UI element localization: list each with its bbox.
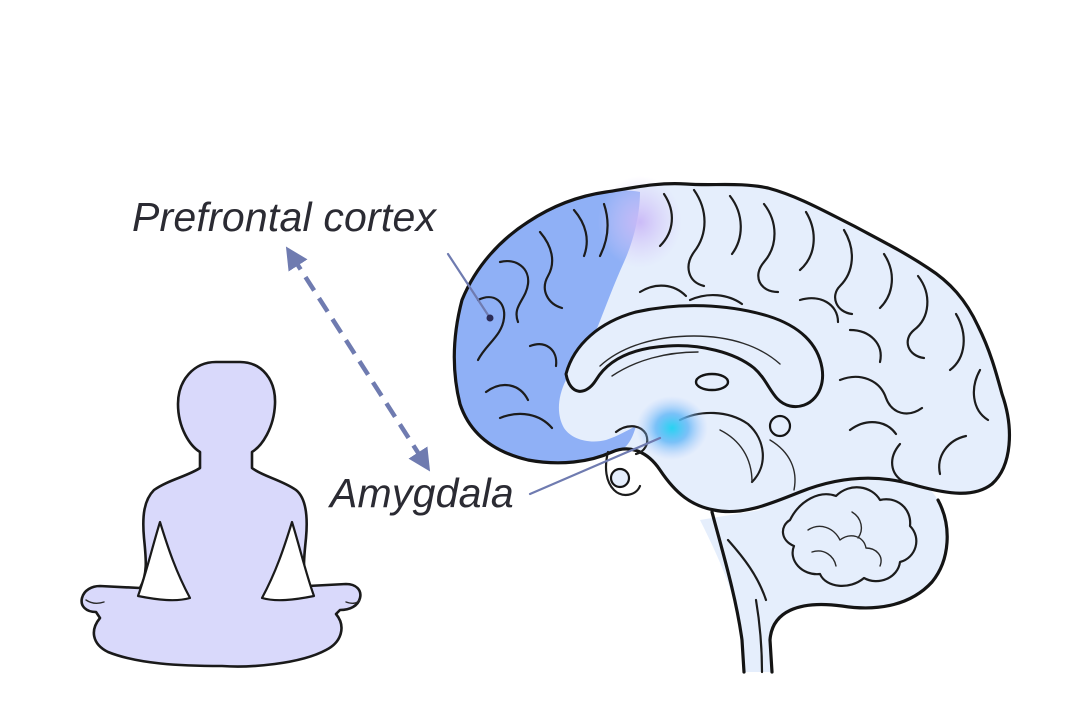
prefrontal-cortex-label: Prefrontal cortex xyxy=(132,194,436,241)
brain-sagittal-icon xyxy=(454,176,1009,672)
connection-arrow xyxy=(292,256,424,462)
amygdala-label: Amygdala xyxy=(330,470,514,517)
prefrontal-leader-dot xyxy=(487,315,494,322)
amygdala-highlight xyxy=(636,396,708,460)
meditating-person-icon xyxy=(82,362,361,666)
